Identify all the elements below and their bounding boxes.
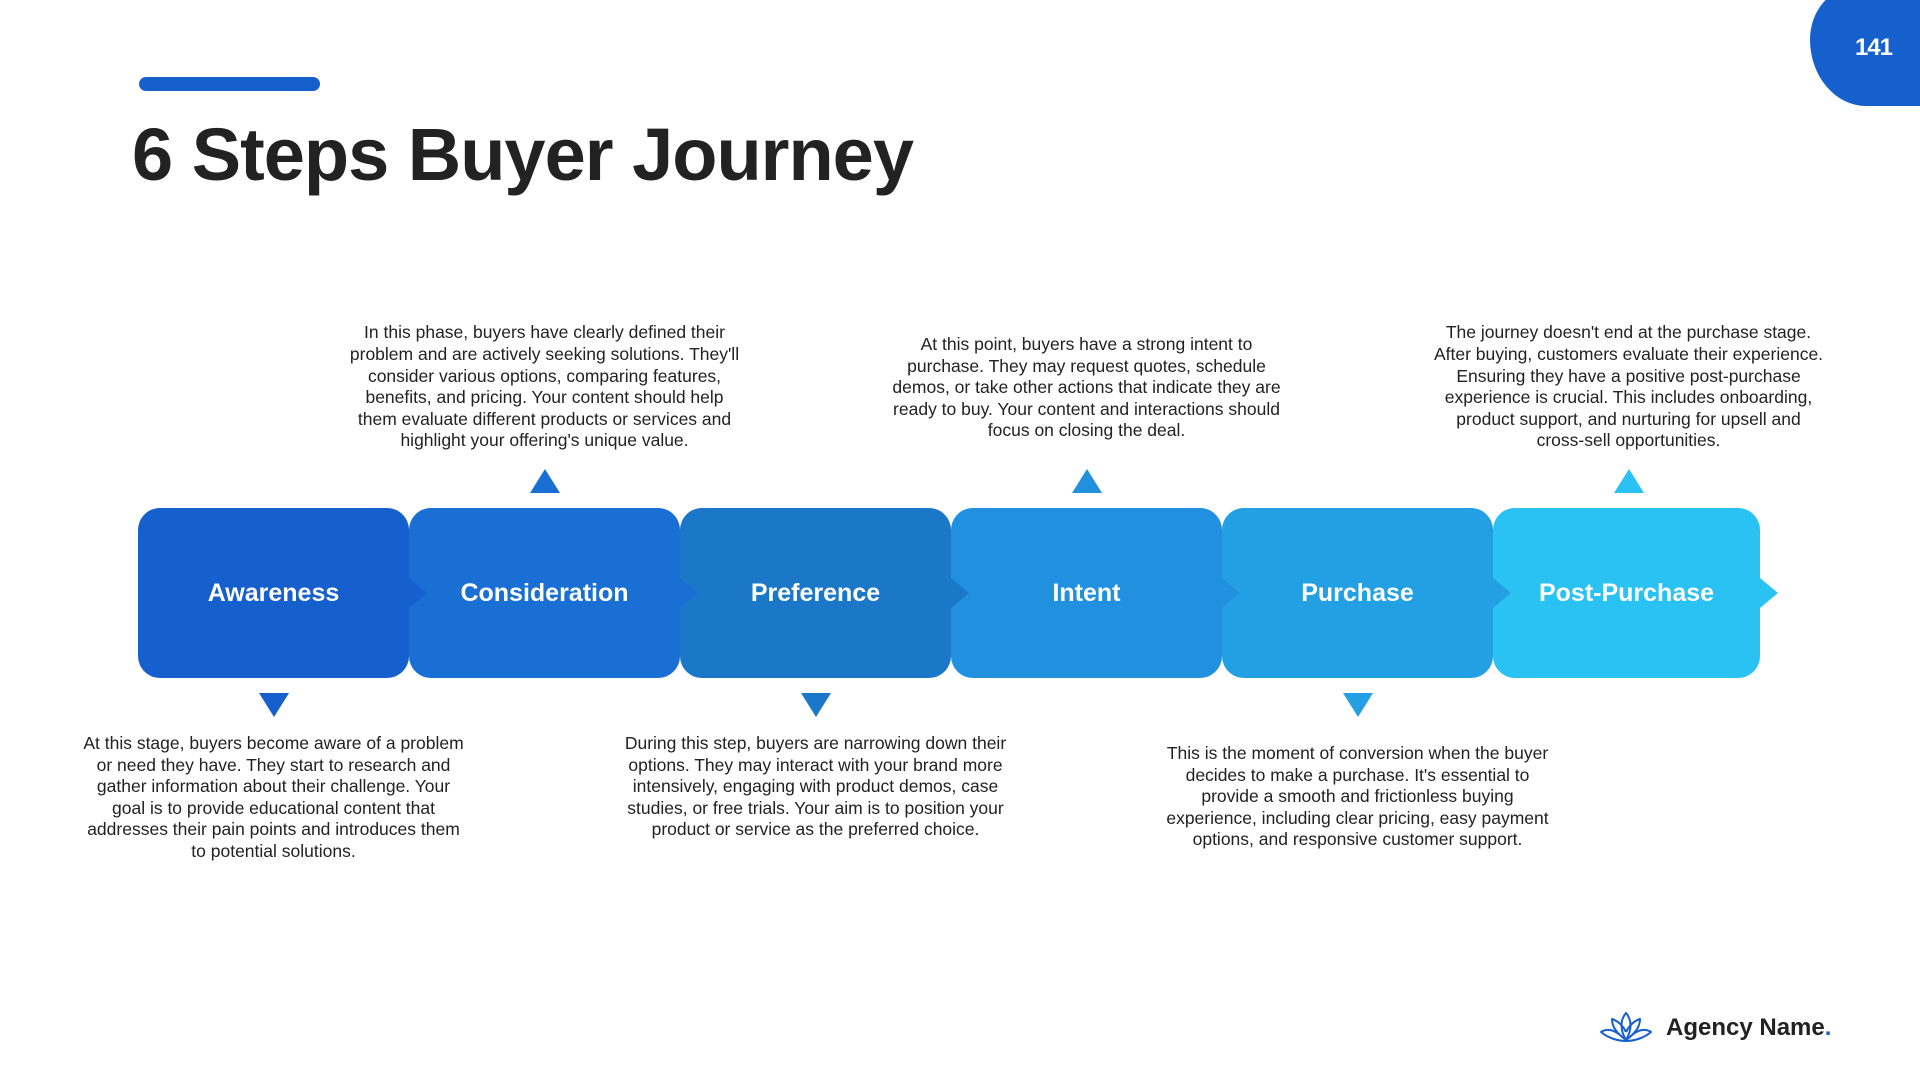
pointer-triangle-icon (1613, 469, 1644, 493)
page-title: 6 Steps Buyer Journey (132, 113, 914, 196)
step-description-intent: At this point, buyers have a strong inte… (892, 334, 1281, 441)
brand-dot: . (1824, 1014, 1832, 1041)
pointer-triangle-icon (1071, 469, 1102, 493)
pointer-triangle-icon (800, 693, 831, 717)
step-awareness: Awareness (138, 508, 427, 678)
page-number: 141 (1854, 34, 1893, 61)
step-preference: Preference (680, 508, 969, 678)
arrow-notch (1493, 578, 1511, 608)
step-description-purchase: This is the moment of conversion when th… (1166, 743, 1549, 850)
step-label: Purchase (1301, 578, 1414, 607)
brand-name: Agency Name. (1666, 1014, 1831, 1042)
arrow-notch (1222, 578, 1240, 608)
step-consideration: Consideration (409, 508, 698, 678)
step-description-awareness: At this stage, buyers become aware of a … (83, 733, 464, 861)
arrow-notch (680, 578, 698, 608)
step-purchase: Purchase (1222, 508, 1511, 678)
step-description-preference: During this step, buyers are narrowing d… (624, 733, 1007, 840)
step-label: Post-Purchase (1538, 578, 1715, 607)
step-label: Preference (750, 578, 881, 607)
step-description-post-purchase: The journey doesn't end at the purchase … (1433, 322, 1824, 451)
arrow-notch (951, 578, 969, 608)
step-post-purchase: Post-Purchase (1493, 508, 1778, 678)
pointer-triangle-icon (529, 469, 560, 493)
step-label: Intent (1052, 578, 1121, 607)
arrow-notch (1760, 578, 1778, 608)
step-label: Consideration (460, 578, 629, 607)
page-number-badge (1810, 0, 1920, 106)
brand-name-text: Agency Name (1666, 1014, 1825, 1041)
pointer-triangle-icon (258, 693, 289, 717)
arrow-notch (409, 578, 427, 608)
step-intent: Intent (951, 508, 1240, 678)
lotus-icon (1600, 1012, 1652, 1042)
brand-footer: Agency Name. (1598, 1010, 1831, 1046)
title-accent-bar (139, 77, 320, 91)
step-description-consideration: In this phase, buyers have clearly defin… (349, 322, 740, 451)
journey-steps: Awareness Consideration Preference Inten… (138, 508, 1778, 678)
pointer-triangle-icon (1342, 693, 1373, 717)
step-label: Awareness (207, 578, 340, 607)
